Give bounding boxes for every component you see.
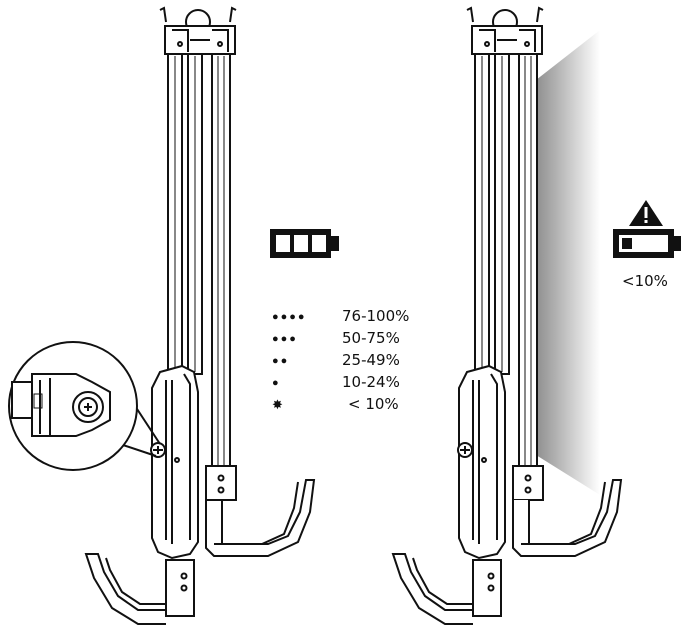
right-handle-body (457, 364, 506, 560)
right-top-cap (466, 6, 544, 55)
level-indicator-2: ●● (272, 355, 290, 367)
left-handle-body (150, 364, 199, 560)
level-range-3: 50-75% (342, 329, 400, 347)
right-stand (391, 6, 623, 625)
level-range-4: 76-100% (342, 307, 410, 325)
warning-triangle-icon (629, 200, 663, 226)
left-rear-leg (84, 553, 195, 625)
battery-full-icon (270, 229, 339, 258)
level-range-1: 10-24% (342, 373, 400, 391)
left-top-cap (159, 6, 237, 55)
level-indicator-0: ✸ (272, 397, 285, 412)
right-front-bracket (512, 465, 623, 557)
left-front-bracket (205, 465, 316, 557)
magnified-button (11, 373, 111, 437)
left-stand (84, 6, 316, 625)
right-rear-leg (391, 553, 502, 625)
low-battery-label: <10% (622, 272, 668, 290)
right-poles (474, 53, 538, 469)
level-indicator-3: ●●● (272, 333, 298, 345)
level-indicator-4: ●●●● (272, 311, 307, 323)
level-indicator-1: ● (272, 377, 281, 389)
battery-low-icon (613, 229, 681, 258)
level-range-2: 25-49% (342, 351, 400, 369)
magnifier-callout (8, 341, 161, 471)
level-range-0: < 10% (348, 395, 399, 413)
shadow-panel (536, 30, 600, 495)
